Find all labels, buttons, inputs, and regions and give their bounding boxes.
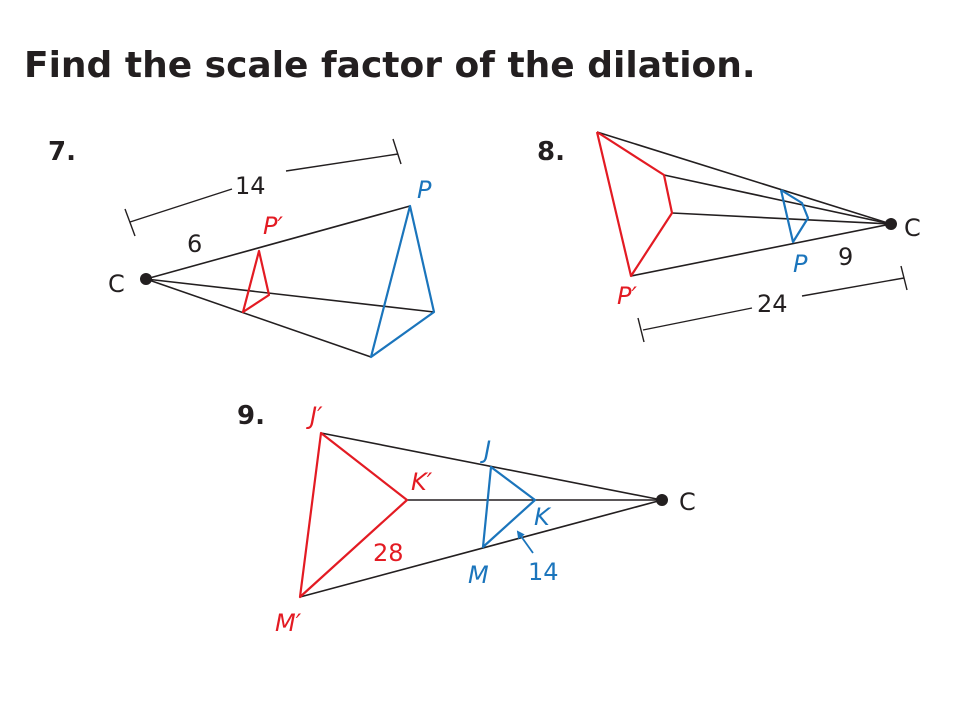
point-k-prime-label: K′ xyxy=(411,468,433,496)
point-p-label: P xyxy=(417,176,432,204)
length-pointer-arrow xyxy=(516,530,534,554)
length-label-9: 9 xyxy=(838,243,853,271)
center-label: C xyxy=(904,214,921,242)
dimension-line-24 xyxy=(637,265,908,343)
problem-8-number: 8. xyxy=(537,137,565,167)
problem-7-number: 7. xyxy=(48,137,76,167)
dimension-line-14 xyxy=(124,138,402,237)
ray-c-vertex-3 xyxy=(145,278,372,358)
length-label-6: 6 xyxy=(187,230,202,258)
length-label-28: 28 xyxy=(373,539,404,567)
point-m-prime-label: M′ xyxy=(275,609,302,637)
problem-8-diagram: 8. 24 9 C P P′ xyxy=(537,131,921,343)
original-triangle xyxy=(369,204,436,359)
image-triangle-jkm-prime xyxy=(298,431,409,599)
center-label: C xyxy=(108,270,125,298)
problem-7-diagram: 7. 14 6 C P P′ xyxy=(48,137,436,359)
point-j-prime-label: J′ xyxy=(306,402,323,430)
problem-9-diagram: 9. C J′ K′ M′ 28 J K M 14 xyxy=(237,401,696,637)
point-j-label: J xyxy=(480,436,491,464)
length-label-14: 14 xyxy=(528,558,559,586)
center-point xyxy=(140,273,152,285)
problem-9-number: 9. xyxy=(237,401,265,431)
image-figure xyxy=(595,131,674,278)
ray-c-middle-top xyxy=(663,174,892,225)
ray-c-p xyxy=(145,205,411,280)
center-label: C xyxy=(679,488,696,516)
point-k-label: K xyxy=(534,503,552,531)
length-label-14: 14 xyxy=(235,172,266,200)
length-label-24: 24 xyxy=(757,290,788,318)
ray-c-top xyxy=(596,131,892,225)
ray-c-vertex-2 xyxy=(145,278,435,313)
original-figure xyxy=(779,189,810,244)
page-title: Find the scale factor of the dilation. xyxy=(24,45,756,86)
ray-c-bottom xyxy=(630,223,892,277)
point-p-prime-label: P′ xyxy=(617,282,637,310)
point-p-prime-label: P′ xyxy=(263,212,283,240)
original-triangle-jkm xyxy=(481,465,537,549)
ray-c-m-prime xyxy=(299,499,663,598)
point-m-label: M xyxy=(468,561,489,589)
center-point xyxy=(885,218,897,230)
image-triangle xyxy=(241,249,271,314)
center-point xyxy=(656,494,668,506)
point-p-label: P xyxy=(793,250,808,278)
ray-c-middle xyxy=(671,212,892,225)
